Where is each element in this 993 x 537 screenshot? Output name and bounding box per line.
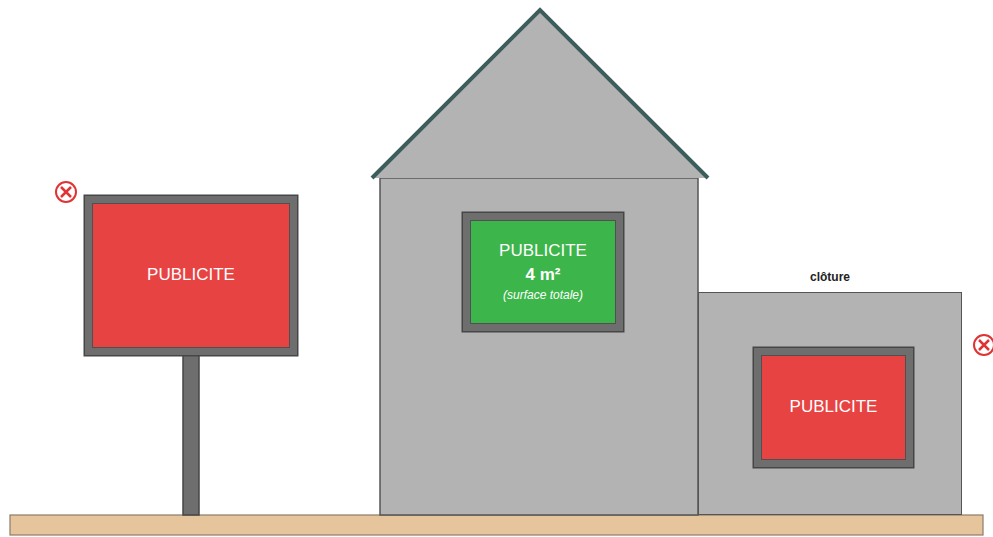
banned-fence-ad: PUBLICITE xyxy=(754,348,913,467)
ad-text: PUBLICITE xyxy=(499,241,587,261)
forbidden-cross xyxy=(61,187,71,197)
ground xyxy=(10,515,983,535)
house-wall xyxy=(380,178,698,515)
ad-text: PUBLICITE xyxy=(790,397,878,417)
banned-billboard: PUBLICITE xyxy=(85,196,297,355)
fence: clôturePUBLICITE xyxy=(698,292,962,515)
forbidden-icon xyxy=(56,182,76,202)
roof-edge xyxy=(372,10,708,178)
fence-label: clôture xyxy=(699,270,961,284)
allowed-wall-ad: PUBLICITE 4 m² (surface totale) xyxy=(463,213,623,331)
forbidden-circle xyxy=(56,182,76,202)
ad-text: (surface totale) xyxy=(503,288,583,302)
house-roof xyxy=(372,10,708,178)
sign-pole xyxy=(183,355,199,515)
forbidden-icon xyxy=(974,335,993,355)
forbidden-circle xyxy=(974,335,993,355)
ad-text: 4 m² xyxy=(526,265,561,285)
forbidden-cross xyxy=(979,340,989,350)
ad-text: PUBLICITE xyxy=(147,265,235,285)
